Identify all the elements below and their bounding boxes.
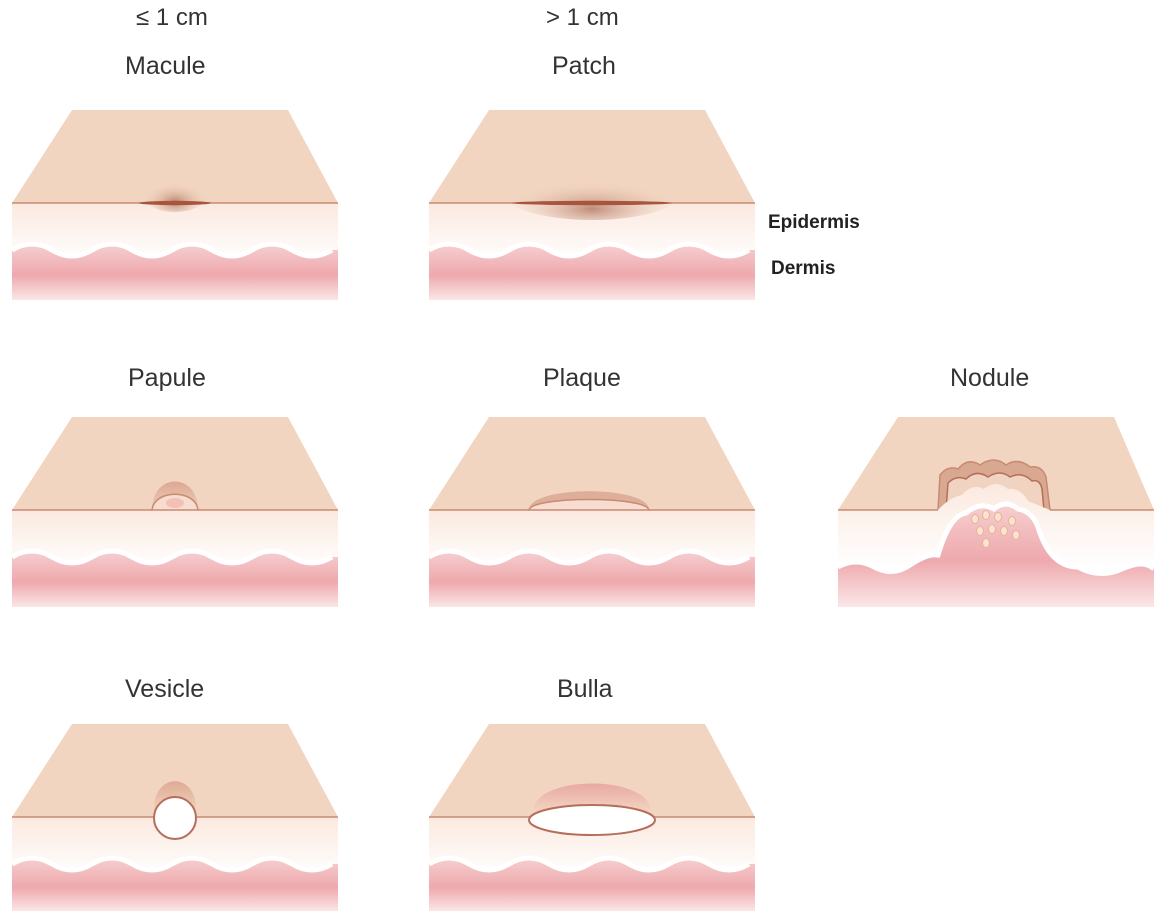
macule-illustration bbox=[12, 110, 338, 300]
label-macule: Macule bbox=[125, 52, 206, 81]
size-header-large: > 1 cm bbox=[546, 4, 619, 32]
label-patch: Patch bbox=[552, 52, 616, 81]
patch-illustration bbox=[429, 110, 755, 300]
label-bulla: Bulla bbox=[557, 675, 613, 704]
label-nodule: Nodule bbox=[950, 364, 1029, 393]
plaque-illustration bbox=[429, 417, 755, 607]
label-epidermis: Epidermis bbox=[768, 212, 860, 234]
label-plaque: Plaque bbox=[543, 364, 621, 393]
label-dermis: Dermis bbox=[771, 258, 835, 280]
vesicle-illustration bbox=[12, 724, 338, 911]
nodule-illustration bbox=[838, 417, 1154, 607]
bulla-illustration bbox=[429, 724, 755, 911]
label-vesicle: Vesicle bbox=[125, 675, 204, 704]
label-papule: Papule bbox=[128, 364, 206, 393]
papule-illustration bbox=[12, 417, 338, 607]
size-header-small: ≤ 1 cm bbox=[136, 4, 208, 32]
